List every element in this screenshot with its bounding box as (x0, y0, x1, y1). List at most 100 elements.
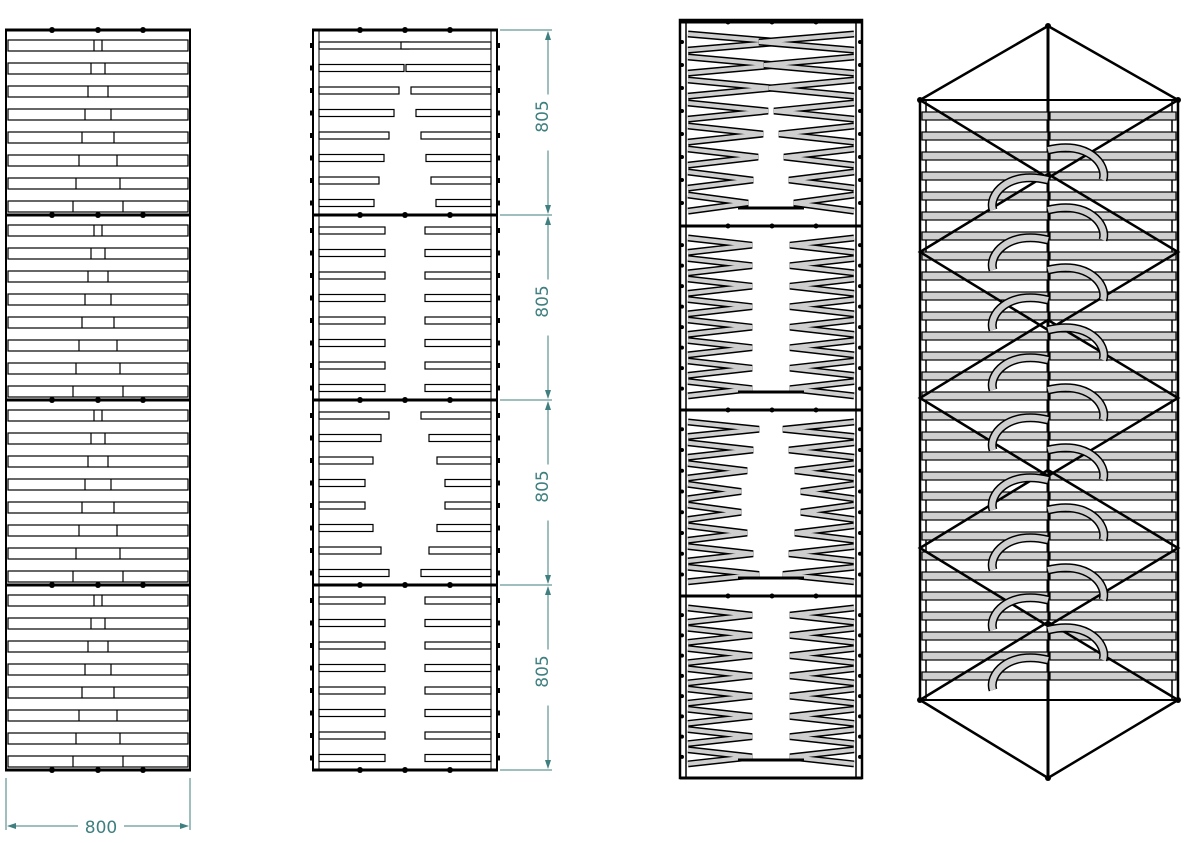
side-peg (310, 548, 314, 553)
persp-bolt (680, 653, 684, 658)
diag-slat-left (921, 611, 1049, 621)
persp-bolt (680, 304, 684, 309)
front-bolt (95, 397, 101, 403)
front-bolt (140, 767, 146, 773)
side-peg (496, 665, 500, 671)
persp-zigzag-slat (687, 626, 753, 645)
persp-bolt (858, 613, 862, 618)
side-slat-left (318, 501, 366, 510)
persp-zigzag-slat (687, 440, 754, 460)
side-slat-right (424, 338, 492, 348)
width-arrow-right (180, 823, 189, 829)
side-peg (496, 688, 500, 693)
diag-slat-right (1049, 511, 1177, 521)
diag-slat-left (921, 571, 1049, 581)
side-slat-left (318, 176, 380, 185)
side-peg (496, 385, 500, 391)
persp-zigzag-slat (687, 482, 742, 501)
side-peg (496, 273, 500, 278)
persp-bolt (858, 694, 862, 699)
front-slat (7, 385, 189, 398)
side-slat-right (424, 641, 492, 650)
height-arrow-top (545, 586, 551, 595)
diag-slat-right (1049, 251, 1177, 261)
height-arrow-top (545, 401, 551, 410)
persp-zigzag-slat (687, 170, 754, 191)
side-peg (310, 458, 314, 463)
side-peg (310, 250, 314, 256)
front-bolt (140, 397, 146, 403)
persp-bolt (858, 510, 862, 515)
side-peg (310, 273, 314, 278)
side-slat-left (318, 108, 395, 118)
persp-zigzag-slat (794, 461, 855, 481)
front-bolt (95, 212, 101, 218)
diag-joint-bolt (917, 697, 923, 703)
front-bolt (49, 212, 55, 218)
persp-bolt (858, 243, 862, 248)
persp-bolt (858, 754, 862, 759)
width-arrow-left (7, 823, 16, 829)
side-slat-right (444, 501, 492, 510)
side-peg (496, 318, 500, 323)
height-arrow-top (545, 216, 551, 225)
persp-bolt (680, 427, 684, 432)
side-peg (310, 200, 314, 206)
side-peg (496, 250, 500, 256)
persp-bolt (680, 345, 684, 350)
height-arrow-bottom (545, 575, 551, 584)
diag-slat-left (921, 251, 1049, 261)
side-peg (310, 43, 314, 48)
side-peg (496, 620, 500, 626)
side-peg (310, 665, 314, 671)
persp-zigzag-slat (687, 297, 753, 316)
persp-bolt (680, 551, 684, 556)
side-peg (496, 200, 500, 206)
front-slat (7, 547, 189, 560)
persp-zigzag-slat (783, 147, 855, 168)
persp-bolt (680, 284, 684, 289)
front-bolt (140, 212, 146, 218)
side-peg (310, 598, 314, 603)
diag-slat-right (1049, 311, 1177, 321)
side-slat-left (318, 433, 382, 443)
side-slat-left (318, 568, 390, 578)
persp-zigzag-slat (687, 124, 764, 145)
persp-zigzag-slat (789, 359, 855, 378)
front-slat (7, 200, 189, 213)
front-slat (7, 640, 189, 653)
side-slat-left (318, 383, 386, 393)
diag-slat-right (1049, 651, 1177, 661)
side-bolt (402, 582, 408, 588)
front-slat (7, 686, 189, 699)
side-peg (496, 228, 500, 233)
diag-vane (989, 174, 1049, 211)
perspective-view (678, 18, 864, 780)
front-slat (7, 362, 189, 375)
side-slat-left (318, 596, 386, 605)
diag-slat-right (1049, 271, 1177, 281)
front-slat (7, 247, 189, 260)
persp-zigzag-slat (789, 256, 855, 275)
side-slat-left (318, 546, 382, 555)
diag-slat-left (921, 111, 1049, 121)
persp-bolt (858, 63, 862, 68)
persp-bolt (680, 734, 684, 739)
persp-zigzag-slat (789, 318, 855, 337)
side-peg (496, 458, 500, 463)
side-slat-right (444, 478, 492, 488)
persp-bolt (769, 407, 775, 413)
persp-bolt (858, 714, 862, 719)
diag-vane (1047, 624, 1107, 661)
persp-zigzag-slat (773, 101, 855, 122)
persp-bolt (725, 19, 731, 25)
persp-bolt (680, 178, 684, 183)
front-slat (7, 570, 189, 583)
side-peg (310, 88, 314, 93)
side-slat-left (318, 63, 405, 73)
side-bolt (402, 212, 408, 218)
side-peg (310, 178, 314, 183)
front-slat (7, 478, 189, 491)
diag-slat-right (1049, 631, 1177, 641)
